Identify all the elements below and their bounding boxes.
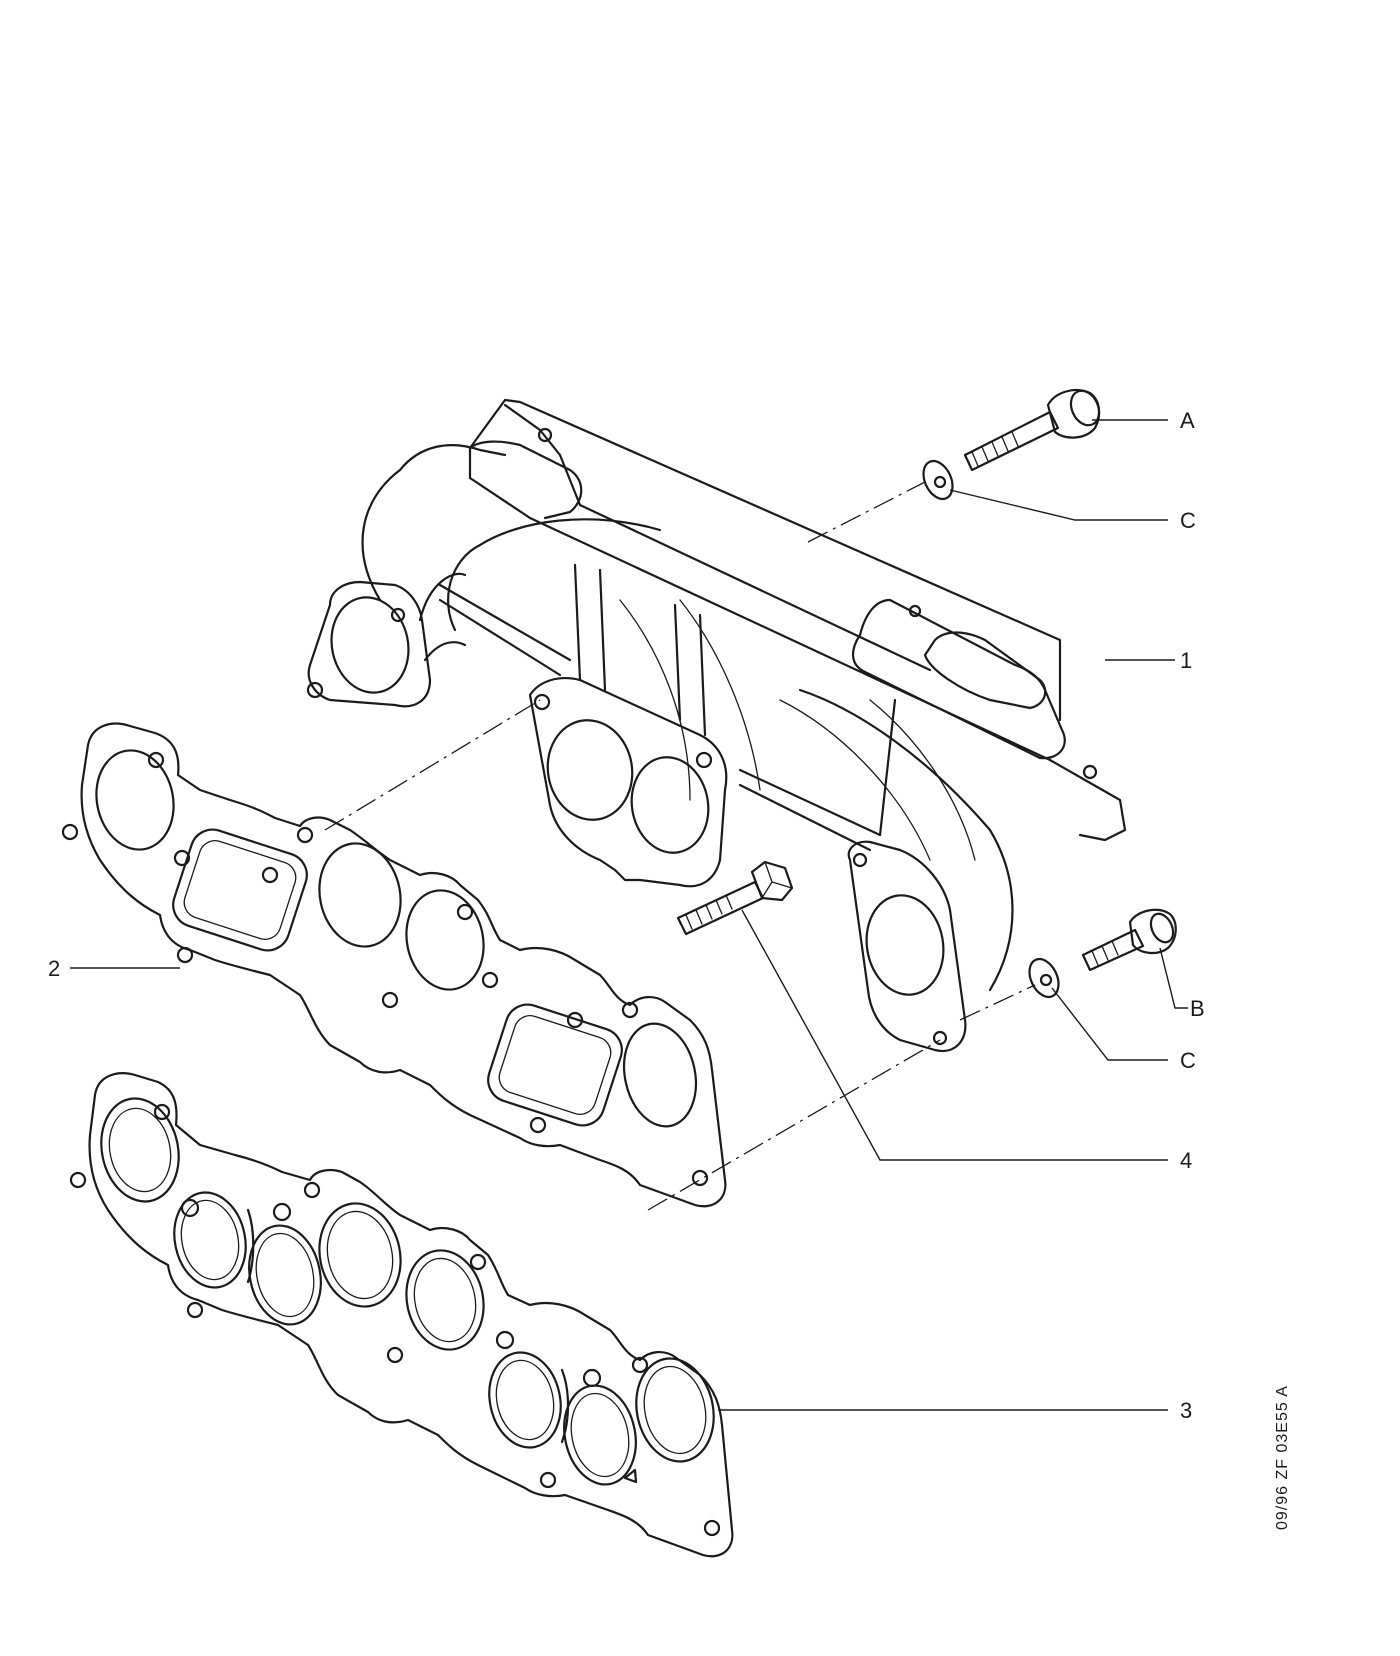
callout-b: B	[1190, 996, 1205, 1021]
bolt-a	[963, 388, 1101, 472]
callout-c-top: C	[1180, 508, 1196, 533]
leader-lines	[70, 419, 1188, 1411]
washer-c-bottom	[1028, 957, 1060, 999]
manifold	[306, 398, 1127, 1053]
callout-2: 2	[48, 956, 60, 981]
gasket-lower	[69, 1072, 734, 1558]
callout-4: 4	[1180, 1148, 1192, 1173]
drawing-reference: 09/96 ZF 03E55 A	[1274, 1385, 1291, 1530]
assembly-centerlines	[324, 481, 1036, 1211]
bolt-4	[676, 860, 794, 936]
gasket-upper	[61, 722, 727, 1208]
callout-3: 3	[1180, 1398, 1192, 1423]
washer-c-top	[922, 459, 954, 501]
callout-a: A	[1180, 408, 1195, 433]
callout-c-bottom: C	[1180, 1048, 1196, 1073]
callout-1: 1	[1180, 648, 1192, 673]
bolt-b	[1081, 908, 1177, 972]
